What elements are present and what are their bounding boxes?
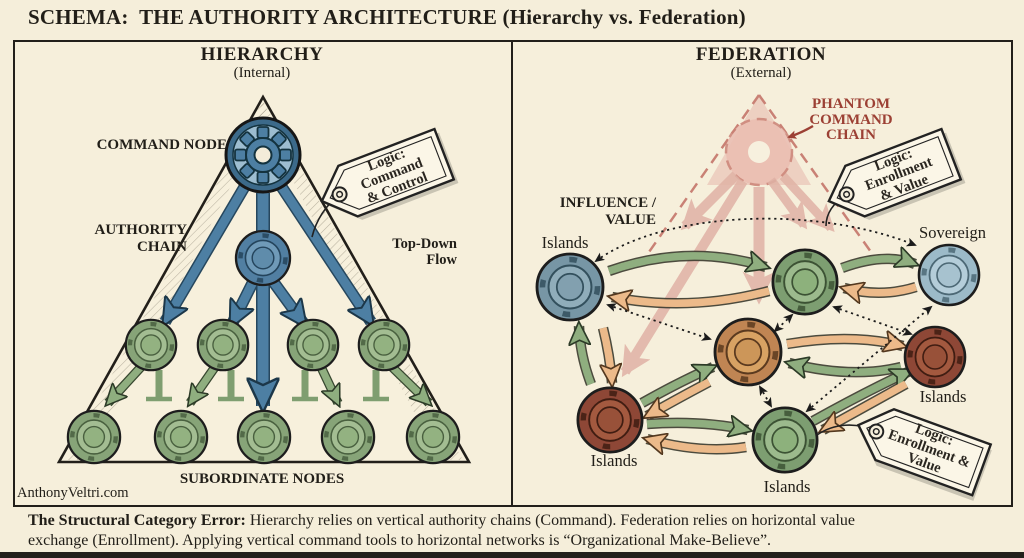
diagram-canvas	[56, 40, 992, 505]
islands-label-top-left: Islands	[541, 233, 589, 252]
hierarchy-panel-title: HIERARCHY	[200, 44, 324, 65]
command-node-gear-icon	[224, 116, 302, 194]
caption-body: Hierarchy relies on vertical authority c…	[28, 512, 855, 549]
influence-dotted-arrows	[594, 217, 933, 413]
top-down-flow-label: Top-Down Flow	[392, 236, 457, 268]
mid-node-icon	[359, 320, 409, 370]
page-title: SCHEMA: THE AUTHORITY ARCHITECTURE (Hier…	[28, 5, 746, 29]
subordinate-node-icon	[155, 411, 207, 463]
authority-chain-arrows	[159, 182, 377, 406]
islands-label-bottom-left: Islands	[590, 451, 638, 470]
site-credit: AnthonyVeltri.com	[17, 485, 129, 501]
caption-lead: The Structural Category Error:	[28, 512, 246, 529]
subordinate-node-icon	[68, 411, 120, 463]
phantom-command-chain-label: PHANTOM COMMAND CHAIN	[809, 96, 893, 143]
federation-node-orange-icon	[715, 319, 781, 385]
hierarchy-panel-subtitle: (Internal)	[233, 65, 291, 81]
sovereign-label: Sovereign	[919, 223, 986, 242]
mid-node-icon	[288, 320, 338, 370]
subordinate-node-icon	[322, 411, 374, 463]
bottom-rule	[0, 552, 1024, 558]
subordinate-node-icon	[238, 411, 290, 463]
manager-node-icon	[236, 231, 290, 285]
federation-node-islands-right-icon	[905, 327, 965, 387]
authority-chain-label: AUTHORITY CHAIN	[94, 222, 187, 255]
mid-node-icon	[126, 320, 176, 370]
caption: The Structural Category Error: Hierarchy…	[28, 511, 993, 550]
logic-tag-icon	[310, 127, 459, 230]
delegation-arrows	[108, 363, 429, 403]
federation-node-islands-top-left-icon	[537, 254, 603, 320]
influence-value-label: INFLUENCE / VALUE	[559, 195, 656, 228]
command-node-label: COMMAND NODE	[96, 137, 227, 153]
subordinate-node-icon	[407, 411, 459, 463]
phantom-pointer-arrow	[787, 124, 814, 139]
federation-node-sovereign-icon	[919, 245, 979, 305]
islands-label-bottom: Islands	[763, 477, 811, 496]
federation-panel-title: FEDERATION	[695, 44, 827, 65]
subordinate-nodes-label: SUBORDINATE NODES	[179, 471, 345, 487]
logic-tag-icon	[817, 127, 966, 230]
federation-node-green-icon	[773, 250, 837, 314]
mid-node-icon	[198, 320, 248, 370]
federation-node-islands-bottom-left-icon	[578, 388, 642, 452]
federation-panel-subtitle: (External)	[730, 65, 792, 81]
federation-node-islands-bottom-icon	[753, 408, 817, 472]
logic-tag-icon	[847, 398, 992, 501]
islands-label-right: Islands	[919, 387, 967, 406]
